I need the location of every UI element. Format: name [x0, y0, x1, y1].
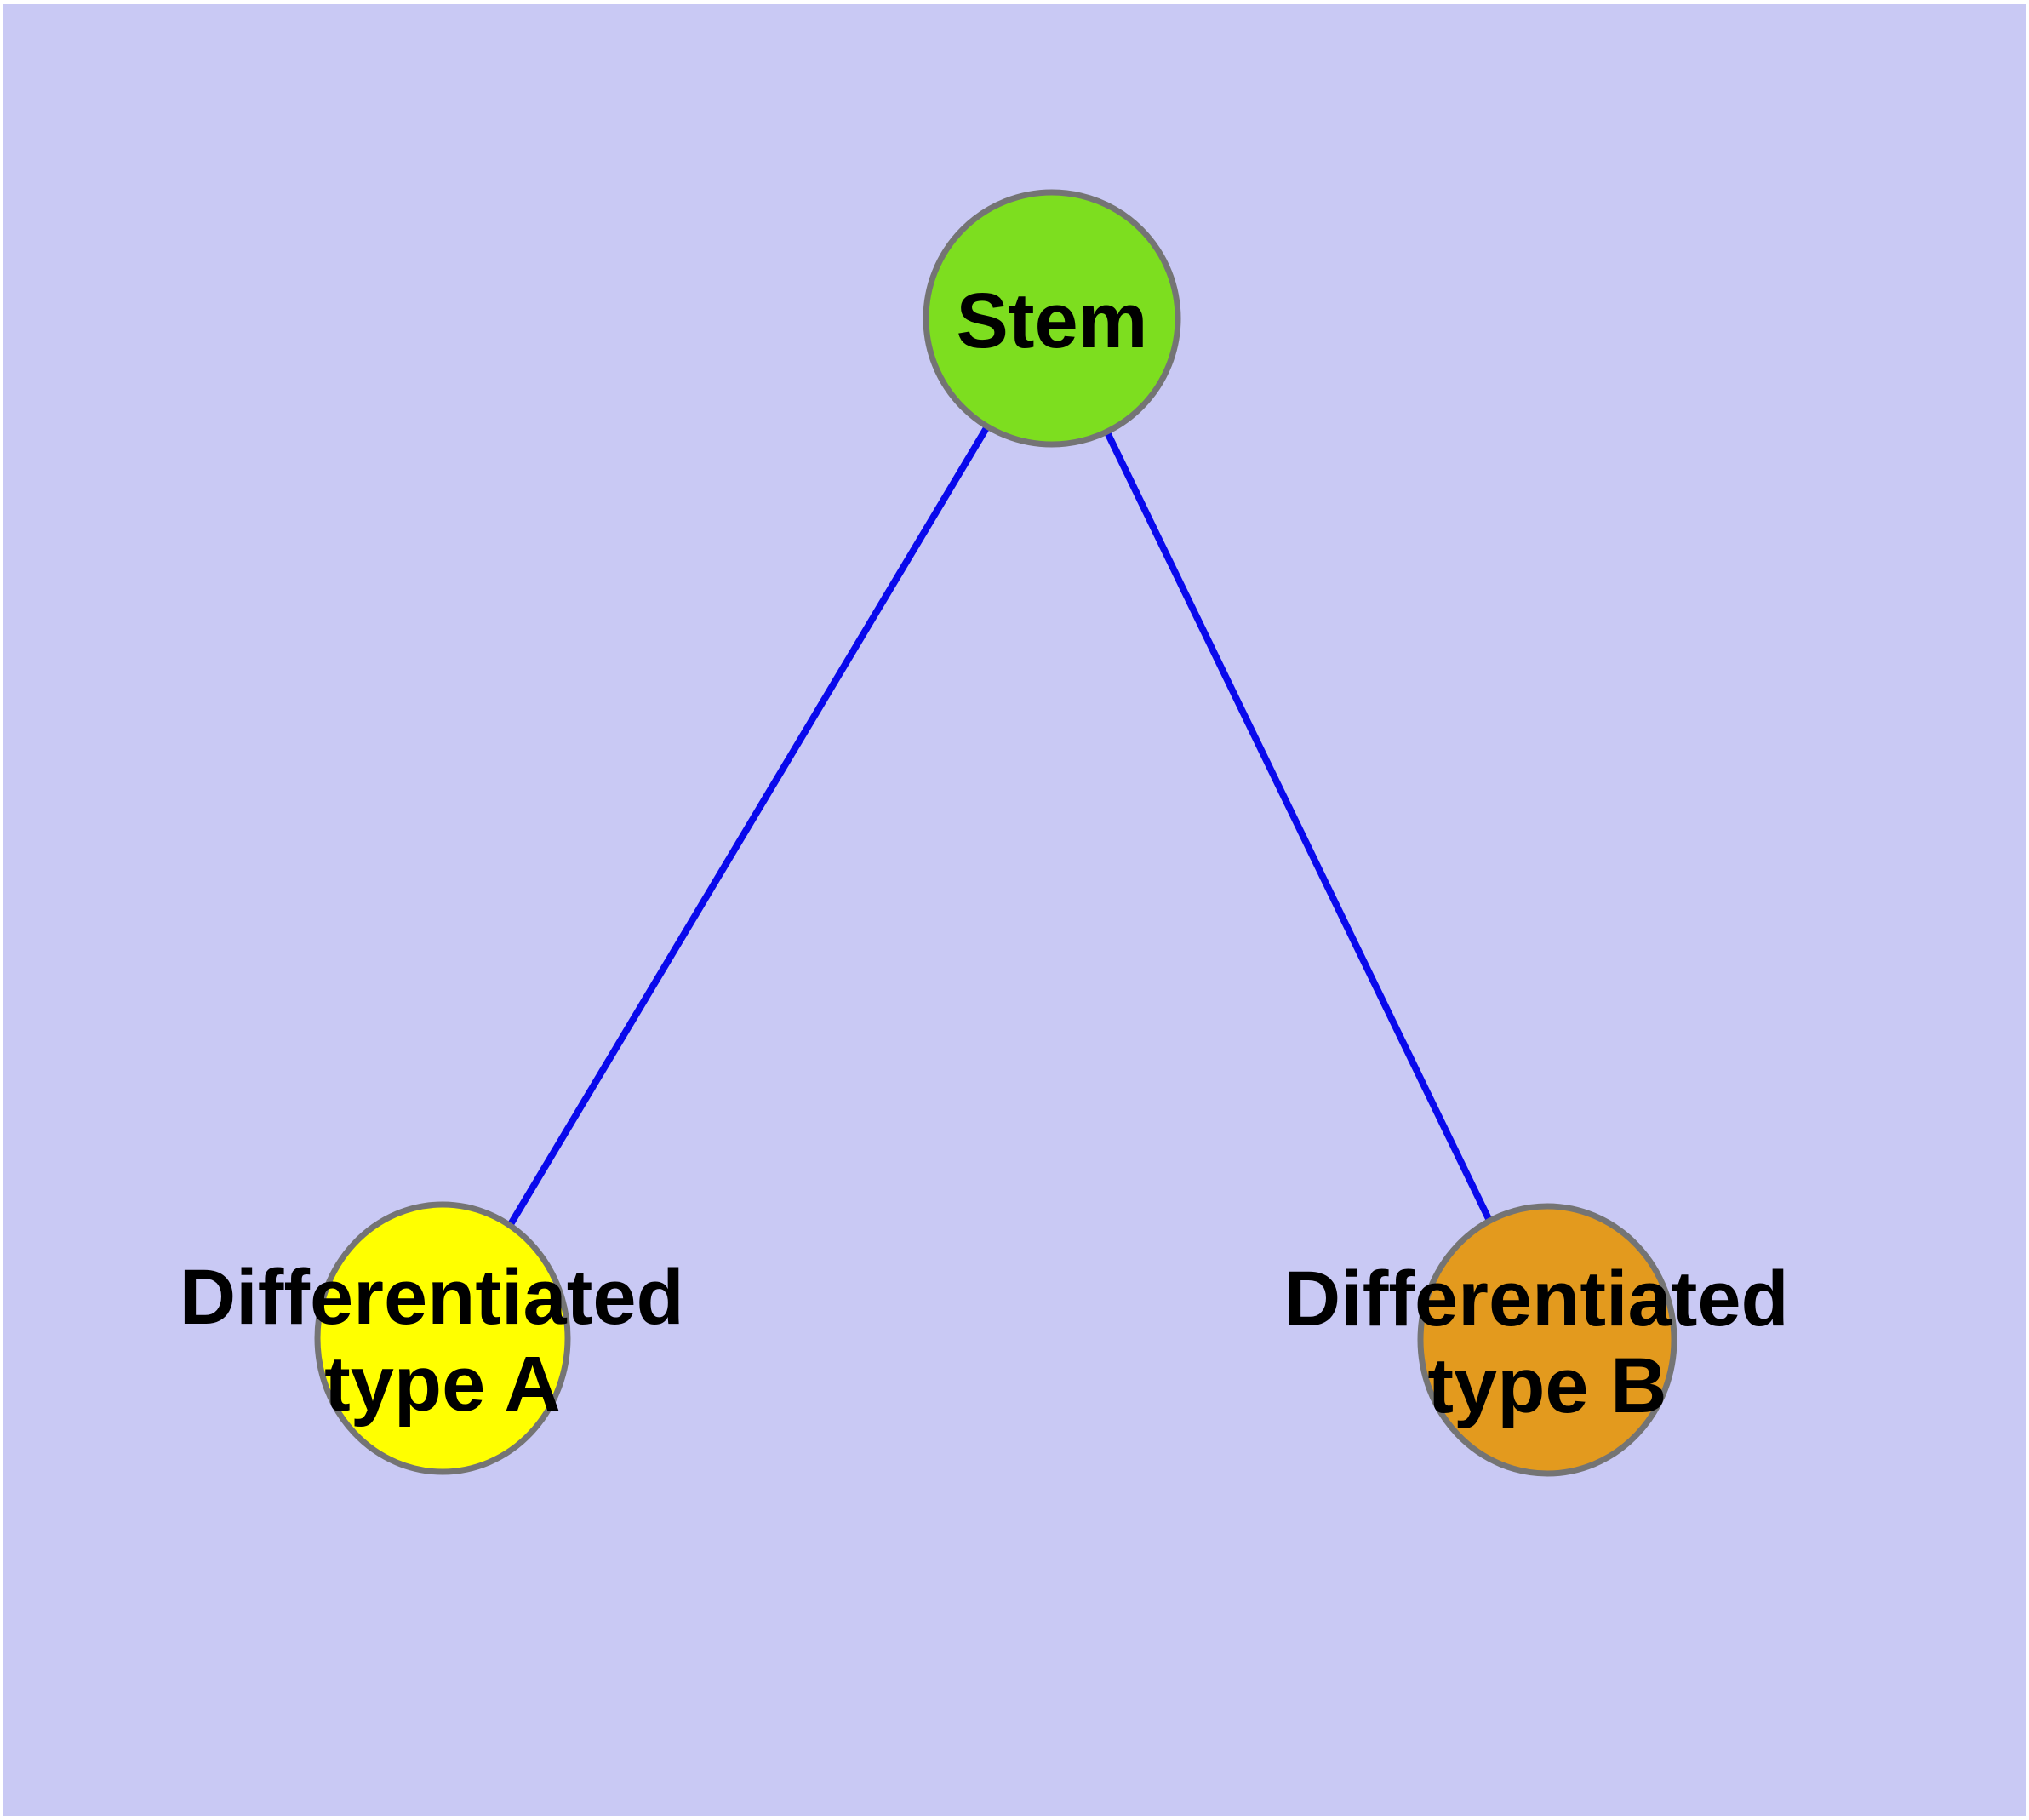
node-label-line: type B [1427, 1342, 1666, 1429]
edge-stem-to-type-a [439, 316, 1055, 1341]
node-differentiated-type-a: Differentiated type A [180, 1201, 706, 1475]
node-type-b-label: Differentiated type B [1284, 1256, 1811, 1429]
node-differentiated-type-b: Differentiated type B [1284, 1203, 1811, 1477]
node-type-a-label: Differentiated type A [180, 1254, 706, 1428]
edge-stem-to-type-b [1049, 317, 1551, 1342]
node-label-line: Differentiated [180, 1254, 684, 1341]
node-type-b-circle [1417, 1203, 1677, 1477]
node-stem: Stem [923, 189, 1181, 448]
node-label-line: type A [324, 1341, 561, 1428]
node-stem-circle [923, 189, 1181, 448]
node-stem-label: Stem [957, 278, 1148, 364]
node-type-a-circle [314, 1201, 571, 1475]
node-label-line: Differentiated [1284, 1256, 1789, 1342]
node-label-line: Stem [957, 278, 1148, 364]
